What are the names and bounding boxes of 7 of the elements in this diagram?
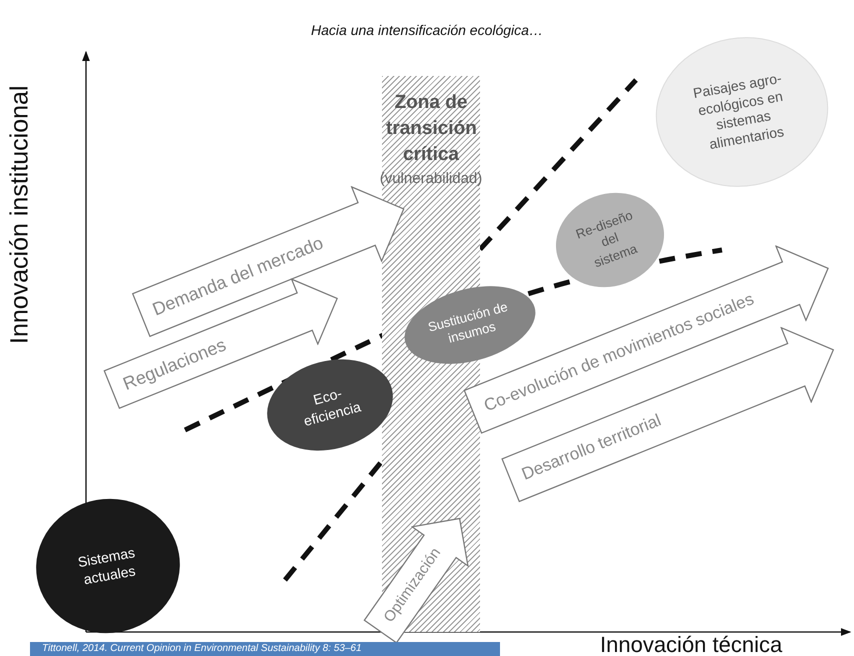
axis-label: Innovación técnica [600,634,782,656]
node-label: Eco-eficiencia [300,383,364,430]
node-label: Sistemas actuales [76,542,138,588]
citation-bar: Tittonell, 2014. Current Opinion in Environmental Sustainability 8: 53–61 [30,642,500,656]
node-label: Paisajes agro-ecológicos en sistemas alimentarios [690,68,786,154]
diagram-title: Hacia una intensificación ecológica… [311,21,543,40]
axis-label: Innovación institucional [4,84,34,346]
